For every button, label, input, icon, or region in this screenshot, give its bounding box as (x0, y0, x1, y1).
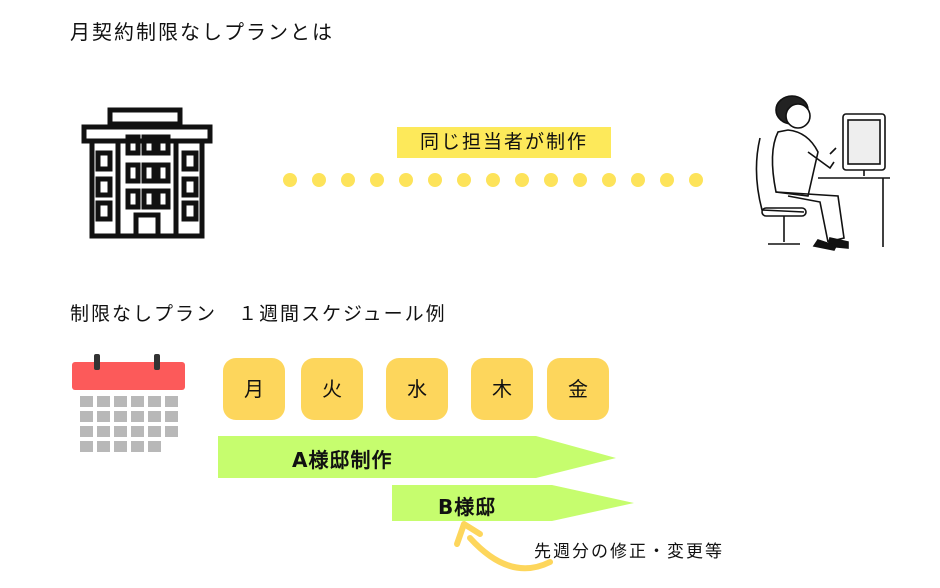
same-staff-label: 同じ担当者が制作 (397, 127, 611, 158)
calendar-icon (72, 354, 185, 452)
day-monday: 月 (223, 358, 285, 420)
task-label-b: B様邸 (438, 495, 497, 519)
day-friday: 金 (547, 358, 609, 420)
dotted-connector (283, 173, 703, 187)
schedule-title: 制限なしプラン １週間スケジュール例 (70, 303, 447, 325)
task-arrow-b (392, 485, 634, 521)
building-icon (81, 107, 213, 239)
curved-arrow-icon (454, 521, 553, 572)
day-wednesday: 水 (386, 358, 448, 420)
task-label-a: A様邸制作 (292, 448, 393, 472)
day-thursday: 木 (471, 358, 533, 420)
task-arrow-a (218, 436, 616, 478)
day-tuesday: 火 (301, 358, 363, 420)
page-title: 月契約制限なしプランとは (70, 20, 334, 44)
designer-illustration (755, 95, 890, 251)
revision-note: 先週分の修正・変更等 (534, 542, 724, 562)
